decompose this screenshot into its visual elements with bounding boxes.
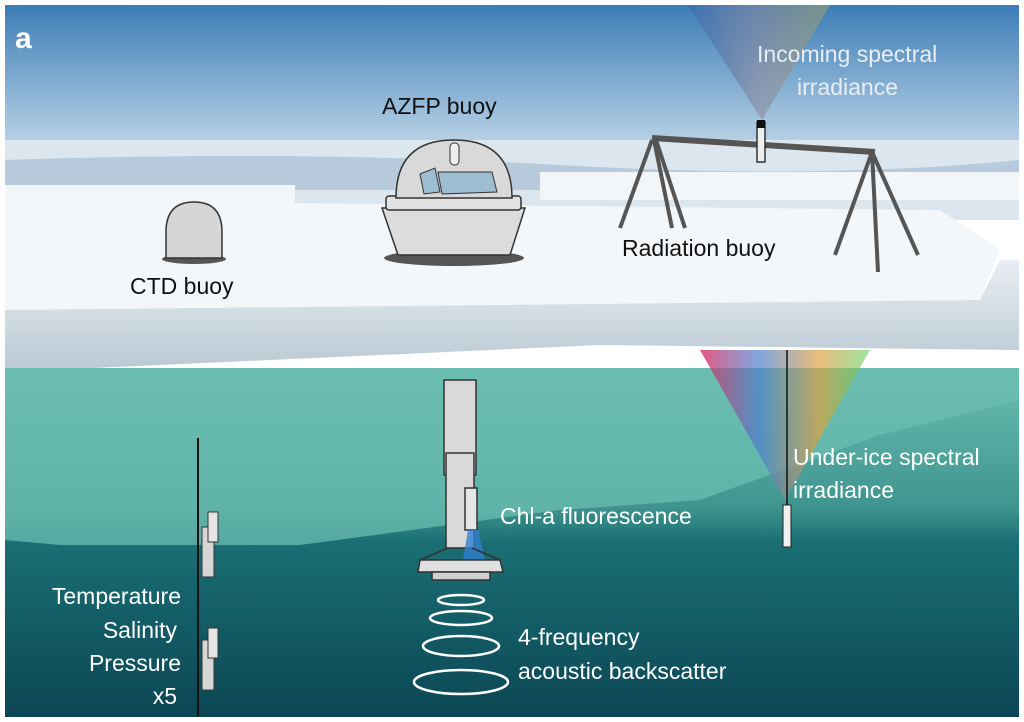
azfp-instrument xyxy=(417,379,504,581)
acoustic-rings xyxy=(412,593,510,696)
salinity-label: Salinity xyxy=(103,617,178,643)
azfp-buoy-label: AZFP buoy xyxy=(382,93,497,119)
incoming-irradiance-cone xyxy=(688,5,830,120)
radiation-buoy xyxy=(618,120,920,273)
panel-label: a xyxy=(15,22,32,55)
azfp-buoy xyxy=(380,139,527,266)
chla-fluorescence-label: Chl-a fluorescence xyxy=(500,503,692,529)
sky xyxy=(5,5,1019,155)
acoustic-label: 4-frequency xyxy=(518,624,640,650)
under-ice-irradiance-label-2: irradiance xyxy=(793,477,894,503)
incoming-irradiance-label-2: irradiance xyxy=(797,74,898,100)
ctd-chain xyxy=(197,438,219,717)
count-label: x5 xyxy=(153,683,177,709)
ctd-buoy xyxy=(162,201,226,264)
ctd-buoy-label: CTD buoy xyxy=(130,273,234,299)
incoming-irradiance-label: Incoming spectral xyxy=(757,41,937,67)
radiation-buoy-label: Radiation buoy xyxy=(622,235,776,261)
under-ice-irradiance-label: Under-ice spectral xyxy=(793,444,980,470)
under-ice-irradiance-cone xyxy=(700,350,870,500)
pressure-label: Pressure xyxy=(89,650,181,676)
acoustic-label-2: acoustic backscatter xyxy=(518,658,727,684)
under-ice-radiometer xyxy=(782,350,792,548)
temperature-label: Temperature xyxy=(52,583,181,609)
ice-floe-edge xyxy=(5,260,1019,372)
